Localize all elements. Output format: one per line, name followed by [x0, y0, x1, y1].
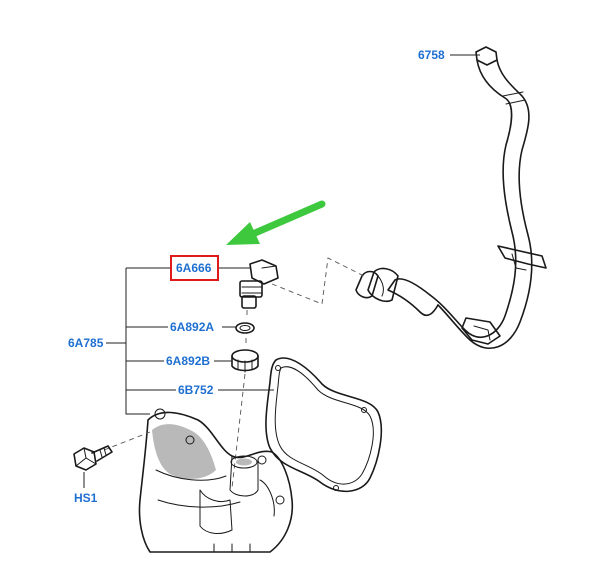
hex-bolt[interactable]	[73, 445, 113, 471]
bolt-path-line	[103, 431, 151, 451]
center-line	[231, 310, 248, 489]
pcv-valve[interactable]	[239, 259, 279, 309]
callout-6a892b[interactable]: 6A892B	[166, 354, 210, 368]
callout-6a785[interactable]: 6A785	[68, 336, 104, 350]
callout-hs1[interactable]: HS1	[74, 491, 98, 505]
valve-retainer[interactable]	[231, 349, 259, 373]
callout-6a666[interactable]: 6A666	[176, 261, 212, 275]
separator-gasket[interactable]	[265, 357, 383, 493]
green-pointer-arrow	[226, 200, 326, 245]
highlight-box	[170, 255, 219, 281]
crankcase-vent-hose[interactable]	[355, 46, 547, 350]
assembly-path-line	[271, 257, 365, 305]
callout-6b752[interactable]: 6B752	[178, 383, 214, 397]
callout-6758[interactable]: 6758	[418, 48, 445, 62]
o-ring-seal[interactable]	[235, 322, 255, 334]
o-ring-seal-inner	[239, 325, 251, 331]
oil-separator-housing[interactable]	[138, 408, 294, 553]
callout-6a892a[interactable]: 6A892A	[170, 320, 214, 334]
leader-lines	[83, 54, 480, 488]
